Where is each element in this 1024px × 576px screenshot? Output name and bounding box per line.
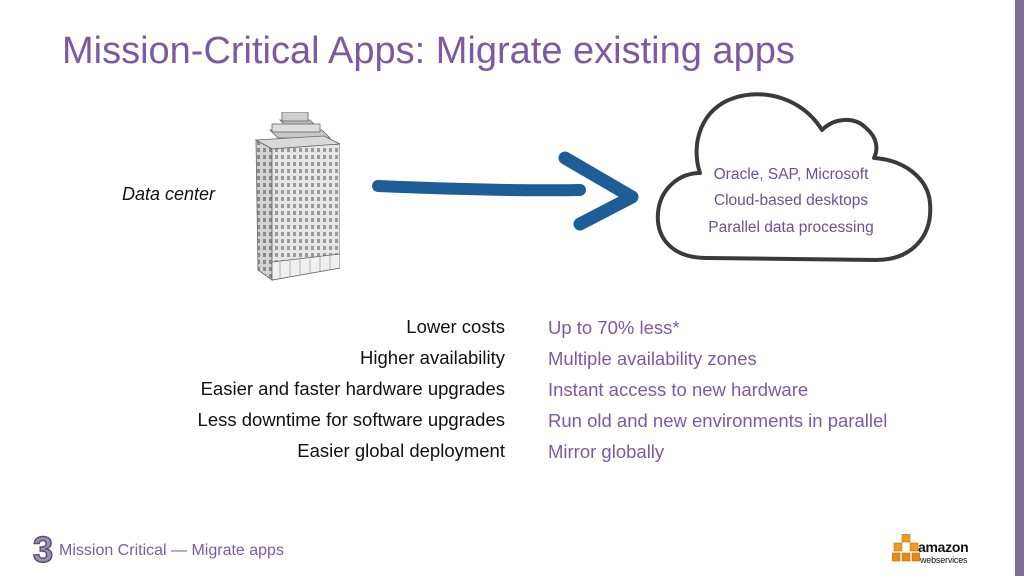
benefit-item: Lower costs	[406, 316, 505, 337]
value-item: Instant access to new hardware	[548, 379, 809, 400]
cloud-item-1: Oracle, SAP, Microsoft	[713, 166, 869, 183]
aws-logo-subtext: webservices	[920, 555, 968, 565]
value-item: Run old and new environments in parallel	[548, 410, 888, 431]
aws-logo-icon	[892, 534, 920, 562]
cloud-icon	[655, 92, 933, 262]
aws-logo-word: amazon	[918, 539, 969, 555]
data-center-label: Data center	[122, 184, 216, 204]
slide-section-number: 3	[32, 529, 54, 571]
footer-caption: Mission Critical — Migrate apps	[59, 542, 284, 559]
benefit-item: Higher availability	[360, 347, 505, 368]
slide-title: Mission-Critical Apps: Migrate existing …	[62, 30, 795, 72]
value-item: Multiple availability zones	[548, 348, 757, 369]
right-accent-bar	[1015, 0, 1024, 576]
values-list: Up to 70% less* Multiple availability zo…	[548, 315, 988, 470]
benefit-item: Less downtime for software upgrades	[197, 409, 505, 430]
benefit-item: Easier global deployment	[297, 440, 505, 461]
building-icon	[254, 112, 340, 281]
benefit-item: Easier and faster hardware upgrades	[200, 378, 505, 399]
arrow-icon	[372, 151, 639, 231]
benefits-list: Lower costs Higher availability Easier a…	[100, 314, 505, 469]
cloud-item-2: Cloud-based desktops	[713, 192, 869, 209]
cloud-item-3: Parallel data processing	[708, 219, 874, 236]
value-item: Mirror globally	[548, 441, 665, 462]
value-item: Up to 70% less*	[548, 317, 680, 338]
